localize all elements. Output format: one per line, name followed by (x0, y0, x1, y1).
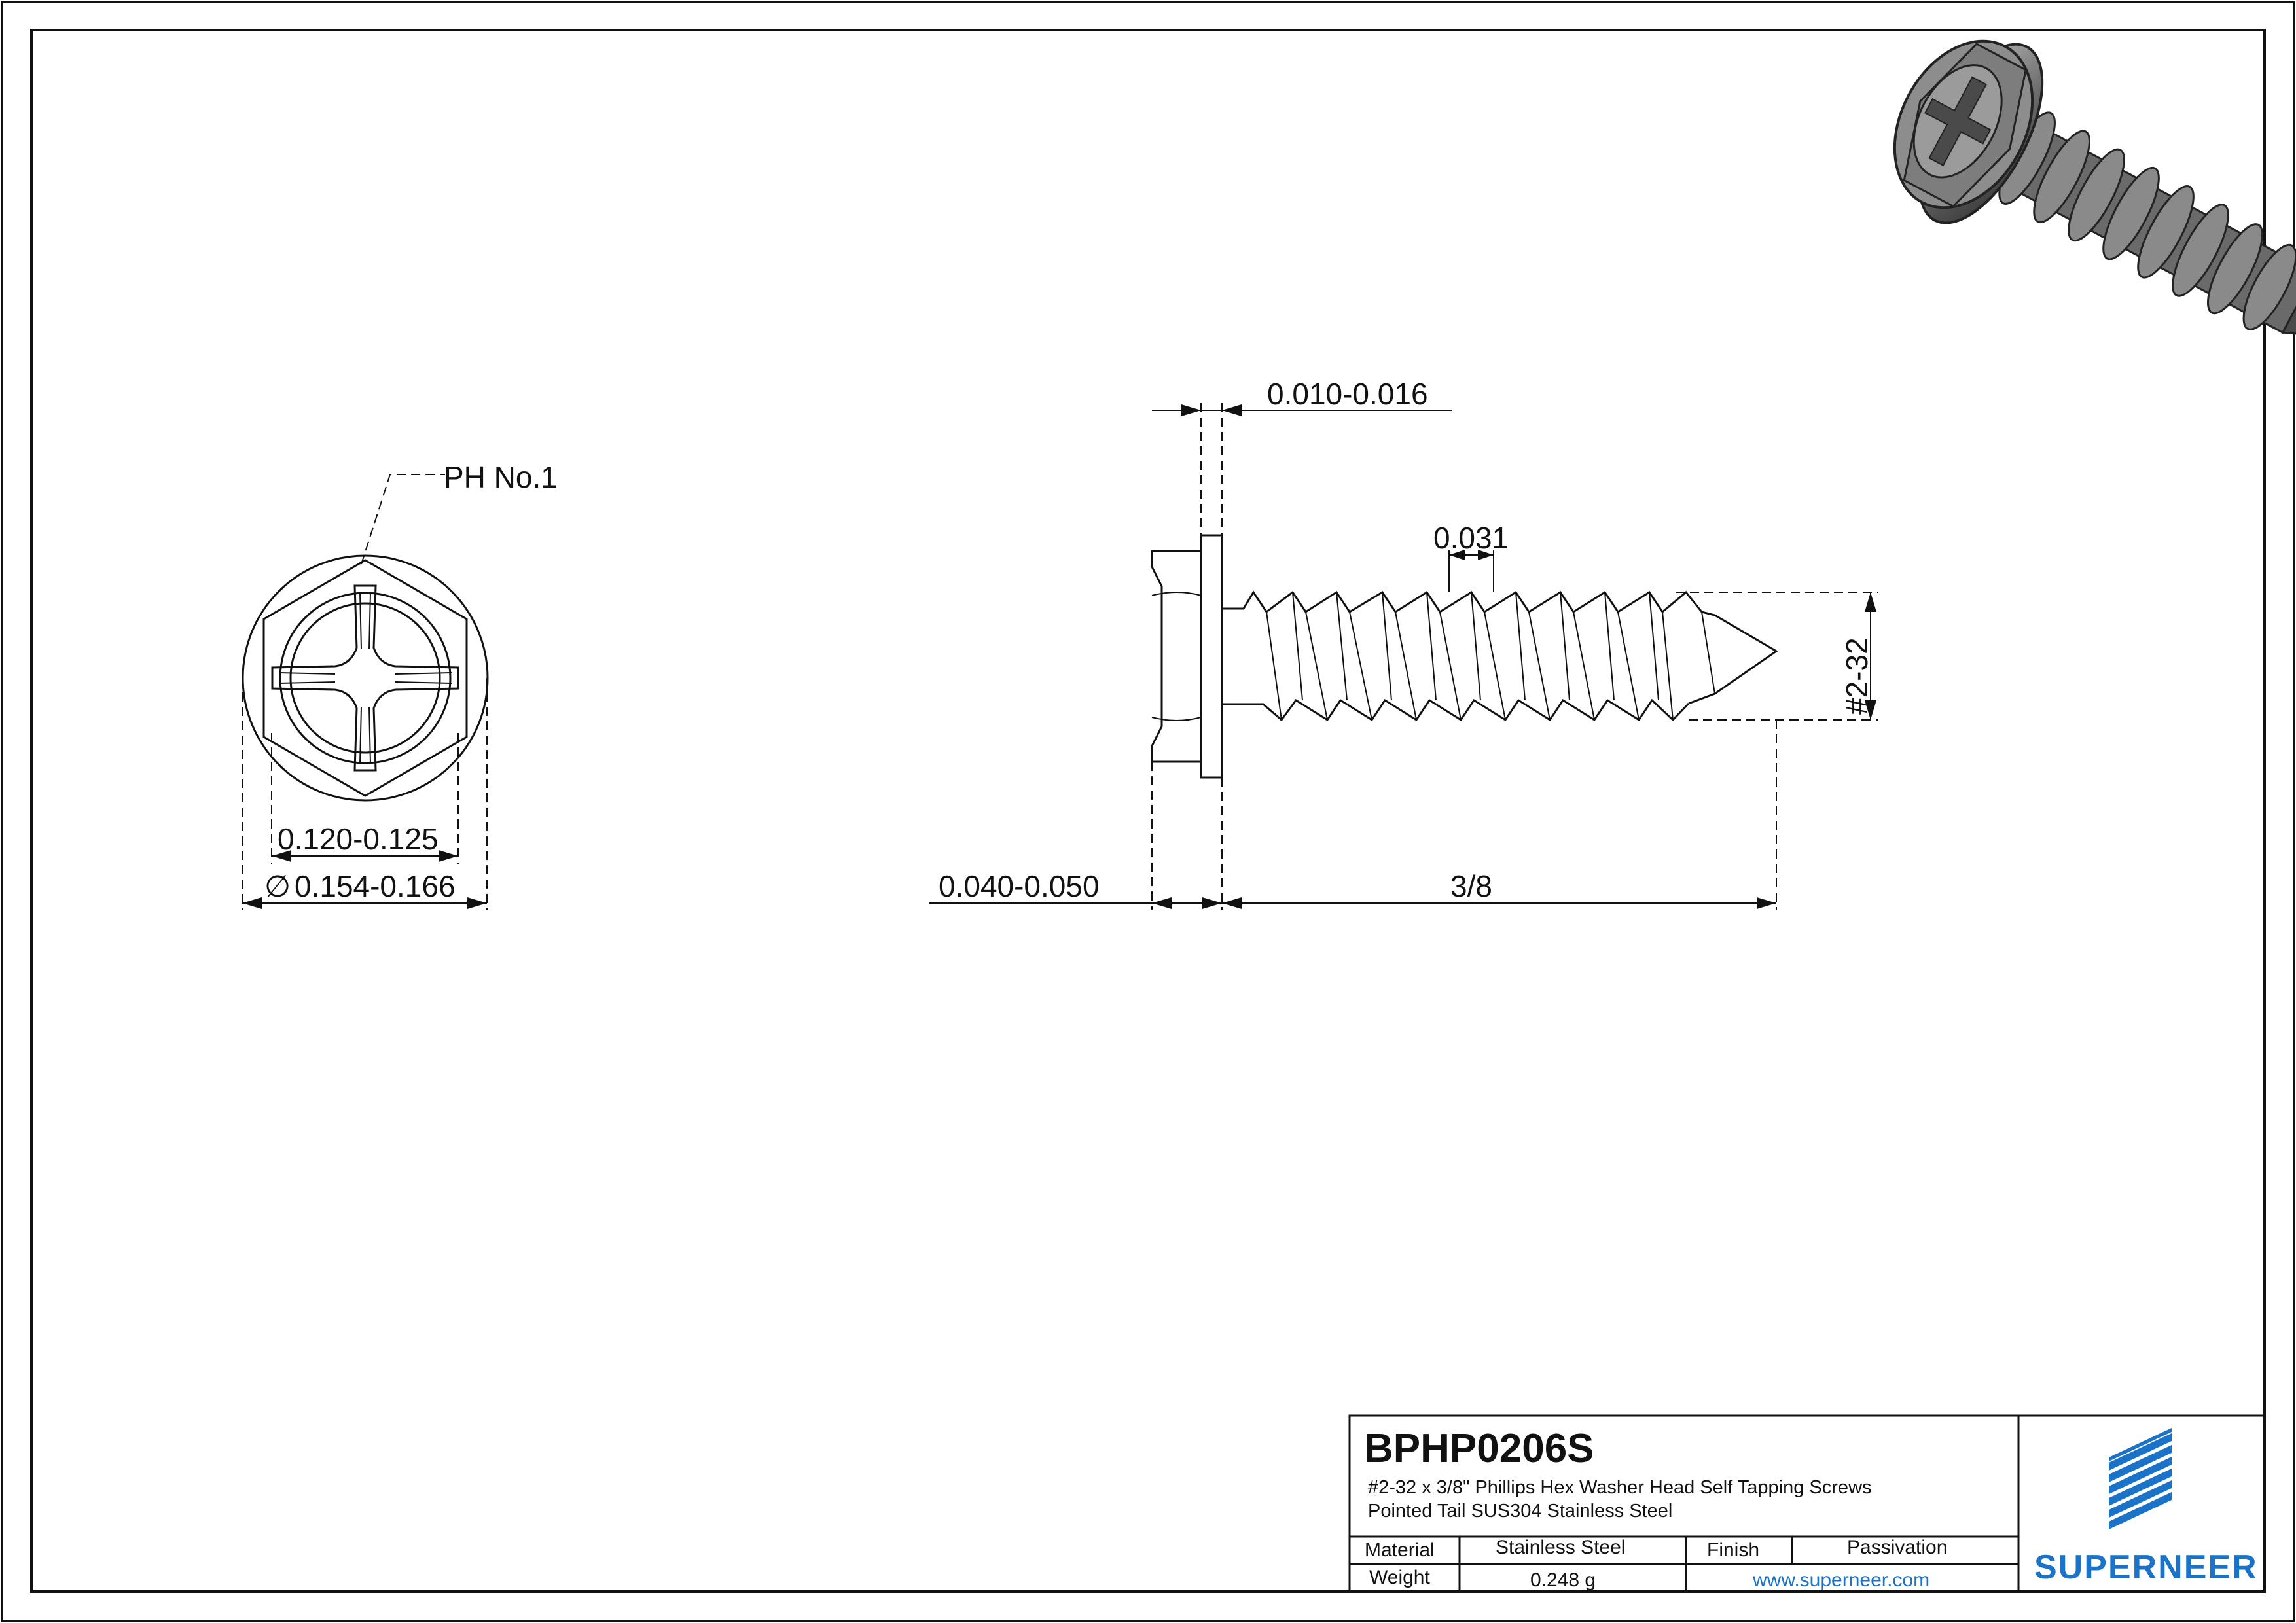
screw-side-view (1151, 534, 1778, 779)
screw-3d-render-icon (1893, 39, 2296, 341)
length-label: 3/8 (1450, 869, 1492, 903)
across-flats-label: 0.120-0.125 (278, 822, 439, 856)
weight-value: 0.248 g (1530, 1569, 1596, 1591)
inner-border (30, 29, 2266, 1593)
description-line-1: #2-32 x 3/8" Phillips Hex Washer Head Se… (1368, 1477, 1872, 1498)
head-top-view (242, 554, 489, 802)
washer-thickness-label: 0.010-0.016 (1267, 377, 1428, 411)
description-line-2: Pointed Tail SUS304 Stainless Steel (1368, 1501, 1672, 1522)
website-link[interactable]: www.superneer.com (1752, 1569, 1929, 1591)
material-value: Stainless Steel (1496, 1537, 1625, 1558)
part-number: BPHP0206S (1364, 1426, 1594, 1471)
thread-spec-label: #2-32 (1840, 637, 1874, 715)
title-block (1348, 1414, 2266, 1593)
superneer-stripes-logo-icon (2109, 1428, 2172, 1529)
head-height-label: 0.040-0.050 (939, 869, 1100, 903)
washer-diameter-label: 0.154-0.166 (295, 869, 456, 903)
drive-type-label: PH No.1 (444, 460, 558, 494)
drive-leader (361, 474, 445, 565)
diameter-symbol: ∅ (264, 869, 291, 903)
finish-value: Passivation (1847, 1537, 1947, 1558)
thread-pitch-label: 0.031 (1433, 521, 1509, 555)
material-label: Material (1365, 1539, 1435, 1561)
brand-name: SUPERNEER (2034, 1548, 2258, 1586)
weight-label: Weight (1369, 1567, 1430, 1588)
finish-label: Finish (1707, 1539, 1759, 1561)
